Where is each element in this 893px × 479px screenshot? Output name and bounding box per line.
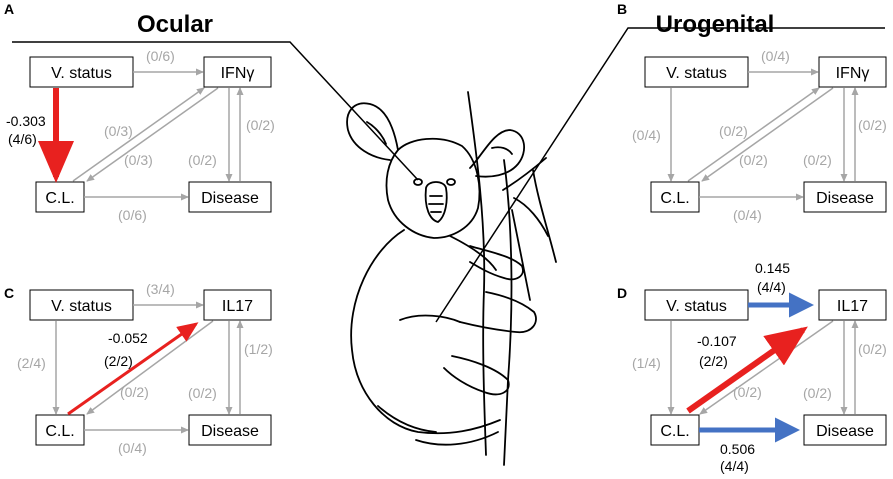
node-label: V. status [51, 65, 112, 82]
edge-coefficient: -0.303 [6, 113, 46, 129]
edge-cl-to-cytokine-significant [686, 326, 808, 414]
node-cl: C.L. [650, 414, 700, 446]
node-label: IFNγ [221, 65, 255, 82]
node-v-status: V. status [29, 289, 134, 321]
node-label: Disease [201, 190, 259, 207]
koala-illustration [346, 91, 557, 466]
panel-letter: A [4, 1, 14, 17]
edge-label: (2/2) [699, 353, 728, 369]
edge-label: (0/3) [124, 152, 153, 168]
node-cl: C.L. [35, 414, 85, 446]
edge-label: (0/2) [858, 341, 887, 357]
edge-label: (0/3) [104, 123, 133, 139]
edge-label: (0/2) [719, 123, 748, 139]
edge-label: (0/2) [858, 117, 887, 133]
node-cl: C.L. [650, 181, 700, 213]
edge-cl-to-cytokine [72, 87, 205, 182]
edge-label: (1/2) [244, 341, 273, 357]
edge-cl-to-cytokine-significant [67, 322, 199, 416]
edge-label: (0/4) [761, 48, 790, 64]
edge-label: (0/2) [803, 385, 832, 401]
node-label: Disease [816, 190, 874, 207]
node-cytokine: IFNγ [203, 56, 272, 88]
panel-letter: D [617, 285, 627, 301]
node-v-status: V. status [644, 289, 749, 321]
node-label: Disease [816, 423, 874, 440]
edge-label: (1/4) [632, 355, 661, 371]
node-label: C.L. [660, 423, 689, 440]
edge-label: (0/2) [188, 152, 217, 168]
panel-c: C V. status IL17 C.L. Disease (3/4) (2/4… [4, 281, 273, 456]
edge-coefficient: -0.052 [108, 330, 148, 346]
edge-label: (4/6) [8, 131, 37, 147]
node-label: V. status [666, 298, 727, 315]
node-cytokine: IL17 [203, 289, 272, 321]
edge-label: (0/2) [739, 152, 768, 168]
panel-letter: C [4, 285, 14, 301]
node-label: IL17 [837, 298, 868, 315]
edge-label: (0/4) [632, 127, 661, 143]
node-disease: Disease [803, 414, 887, 446]
node-label: IL17 [222, 298, 253, 315]
edge-label: (4/4) [720, 458, 749, 474]
node-disease: Disease [803, 181, 887, 213]
node-label: C.L. [45, 190, 74, 207]
edge-label: (0/4) [118, 440, 147, 456]
edge-label: (0/2) [188, 385, 217, 401]
title-ocular: Ocular [137, 11, 213, 38]
ocular-leader-line [12, 41, 419, 181]
node-cytokine: IL17 [818, 289, 887, 321]
node-label: C.L. [660, 190, 689, 207]
edge-label: (0/2) [120, 384, 149, 400]
edge-label: (2/4) [17, 355, 46, 371]
node-cl: C.L. [35, 181, 85, 213]
node-label: V. status [51, 298, 112, 315]
edge-coefficient: -0.107 [697, 333, 737, 349]
edge-label: (2/2) [104, 353, 133, 369]
panel-d: D V. status IL17 C.L. Disease 0.145 (4/4… [617, 260, 887, 474]
edge-label: (0/4) [733, 207, 762, 223]
edge-label: (4/4) [757, 279, 786, 295]
edge-coefficient: 0.145 [755, 260, 790, 276]
edge-cytokine-to-cl [701, 87, 834, 182]
title-urogenital: Urogenital [656, 11, 775, 38]
node-disease: Disease [188, 181, 272, 213]
node-label: Disease [201, 423, 259, 440]
edge-label: (0/6) [146, 48, 175, 64]
panel-a: A V. status IFNγ C.L. Disease (0/6) (0/3… [4, 1, 275, 223]
node-disease: Disease [188, 414, 272, 446]
edge-label: (0/6) [118, 207, 147, 223]
edge-label: (0/2) [246, 117, 275, 133]
edge-cytokine-to-cl [699, 320, 834, 415]
node-label: V. status [666, 65, 727, 82]
panel-letter: B [617, 1, 627, 17]
edge-label: (0/2) [803, 152, 832, 168]
node-v-status: V. status [644, 56, 749, 88]
edge-label: (3/4) [146, 281, 175, 297]
edge-coefficient: 0.506 [720, 441, 755, 457]
node-label: C.L. [45, 423, 74, 440]
node-cytokine: IFNγ [818, 56, 887, 88]
urogenital-leader-line [435, 27, 885, 323]
node-v-status: V. status [29, 56, 134, 88]
edge-cl-to-cytokine [687, 87, 820, 182]
panel-b: B V. status IFNγ C.L. Disease (0/4) (0/4… [617, 1, 887, 223]
edge-label: (0/2) [733, 384, 762, 400]
node-label: IFNγ [836, 65, 870, 82]
edge-cytokine-to-cl [86, 87, 219, 182]
